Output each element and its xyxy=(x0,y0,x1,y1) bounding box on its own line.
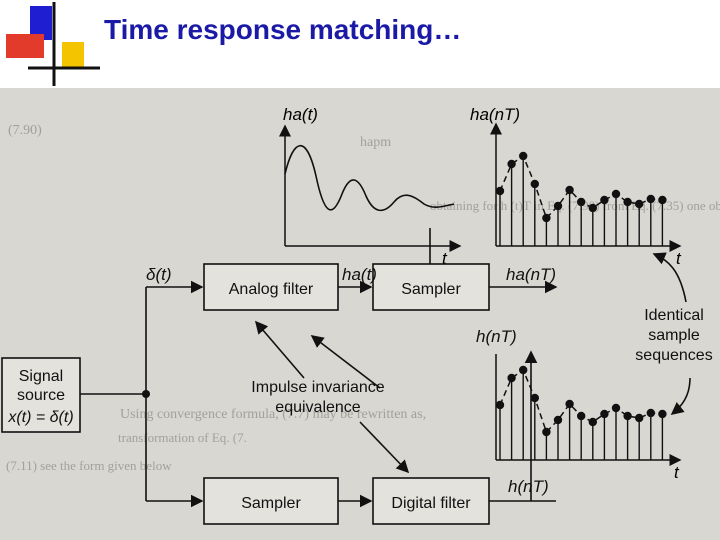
signal-source-line-1: Signal xyxy=(19,368,63,385)
slide-title: Time response matching… xyxy=(104,14,461,46)
bleed-text-6: (7.11) see the form given below xyxy=(6,458,172,473)
sampled-bottom-x-label: t xyxy=(674,463,680,482)
h-nT-bottom-label: h(nT) xyxy=(508,477,549,496)
bleed-through-text: (7.90) hapm obtaining for h (t)T in Eq. … xyxy=(6,123,720,473)
analog-output-label: ha(t) xyxy=(342,265,377,284)
sampled-bottom-sample-dot xyxy=(635,414,643,422)
sampled-top-x-label: t xyxy=(676,249,682,268)
impulse-invariance-line-2: equivalence xyxy=(275,399,361,416)
sampler-output-label: ha(nT) xyxy=(506,265,556,284)
bleed-text-2: hapm xyxy=(360,135,391,150)
impulse-invariance-line-1: Impulse invariance xyxy=(251,379,385,396)
analog-filter-label: Analog filter xyxy=(229,281,314,298)
bleed-text-1: (7.90) xyxy=(8,123,42,138)
analog-y-label: ha(t) xyxy=(283,105,318,124)
digital-filter-label: Digital filter xyxy=(391,495,471,512)
sampled-top-y-label: ha(nT) xyxy=(470,105,520,124)
sampled-top-sample-dot xyxy=(507,160,515,168)
analog-decaying-curve xyxy=(285,146,454,211)
signal-source-line-2: source xyxy=(17,387,65,404)
delta-input-label: δ(t) xyxy=(146,265,172,284)
slide-logo xyxy=(0,0,100,88)
equivalence-arrow-down xyxy=(360,422,408,472)
branch-junction-dot xyxy=(142,390,150,398)
sampled-response-plot-bottom: t xyxy=(496,354,680,482)
sampled-response-plot-top: ha(nT) t xyxy=(470,105,682,268)
sampler-bottom-label: Sampler xyxy=(241,495,301,512)
logo-yellow-square xyxy=(62,42,84,68)
bleed-text-5: transformation of Eq. (7. xyxy=(118,430,247,445)
identical-line-1: Identical xyxy=(644,307,704,324)
signal-source-line-3: x(t) = δ(t) xyxy=(7,409,73,426)
sampled-bottom-stems xyxy=(496,366,667,460)
time-response-diagram: (7.90) hapm obtaining for h (t)T in Eq. … xyxy=(0,88,720,540)
equivalence-arrow-left xyxy=(256,322,304,378)
analog-response-plot: ha(t) t xyxy=(283,105,460,268)
logo-red-block xyxy=(6,34,44,58)
bleed-text-4: Using convergence formula, (7.7) may be … xyxy=(120,407,426,422)
identical-line-3: sequences xyxy=(635,347,712,364)
sampled-top-sample-dot xyxy=(635,200,643,208)
identical-arrow-up xyxy=(654,254,686,302)
sampled-bottom-sample-dot xyxy=(507,374,515,382)
identical-line-2: sample xyxy=(648,327,700,344)
bleed-text-3: obtaining for h (t)T in Eq. (7.90) from … xyxy=(430,198,720,213)
identical-arrow-down xyxy=(672,378,690,414)
h-nT-mid-label: h(nT) xyxy=(476,327,517,346)
sampler-top-label: Sampler xyxy=(401,281,461,298)
